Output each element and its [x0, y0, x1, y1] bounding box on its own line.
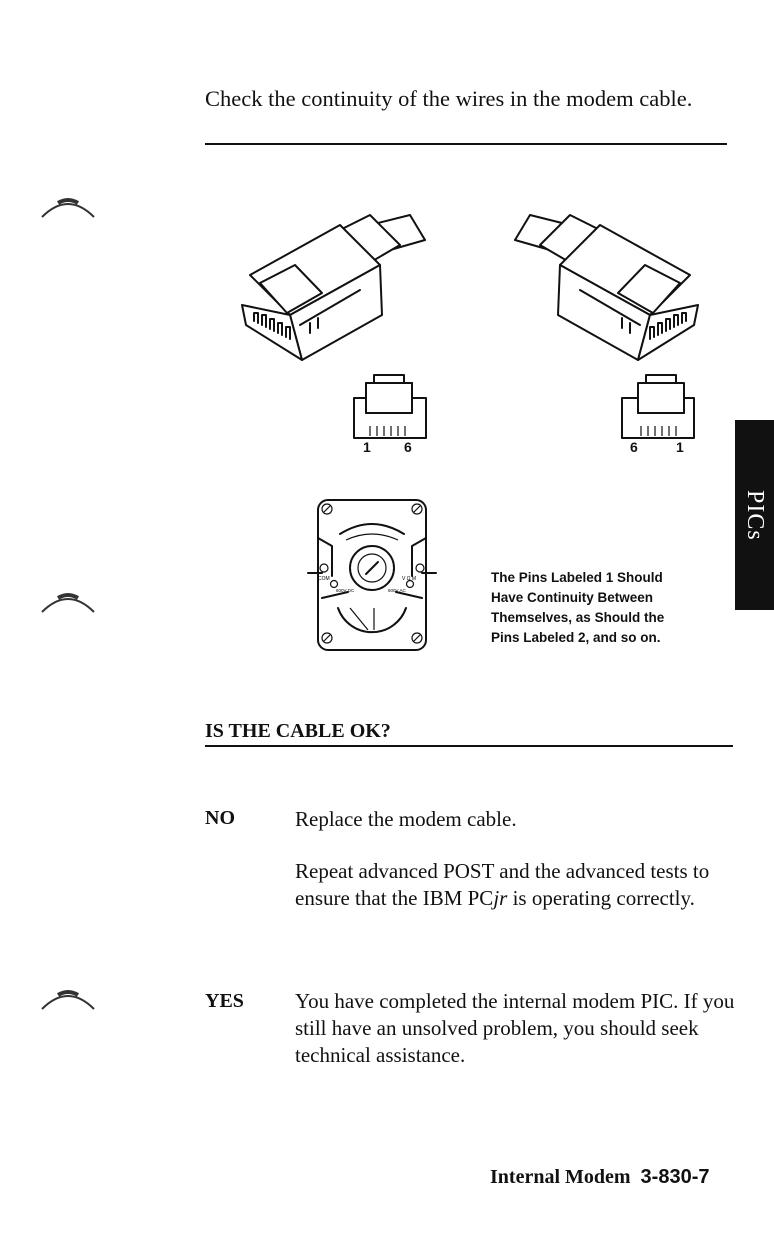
right-cable-plug: [514, 214, 699, 361]
left-pin-label-6: 6: [404, 439, 412, 455]
top-rule: [205, 143, 727, 145]
answer-yes-label: YES: [205, 990, 244, 1012]
meter-label-600v-dc: 600V DC: [336, 588, 355, 593]
question-rule: [205, 745, 733, 747]
page-footer: Internal Modem 3-830-7: [490, 1166, 709, 1189]
section-tab-pics: PICs: [735, 420, 774, 610]
right-pin-label-1: 1: [676, 439, 684, 455]
left-plug-end-view: [353, 374, 427, 439]
right-plug-end-view: [621, 374, 695, 439]
question-heading: IS THE CABLE OK?: [205, 720, 391, 742]
binder-hole-mark-top: [41, 198, 95, 218]
meter-label-600v-ac: 600V AC: [388, 588, 407, 593]
intro-text: Check the continuity of the wires in the…: [205, 86, 693, 111]
answer-no-label: NO: [205, 807, 235, 829]
binder-hole-mark-middle: [41, 593, 95, 613]
answer-yes-text: You have completed the internal modem PI…: [295, 989, 735, 1067]
binder-hole-mark-bottom: [41, 990, 95, 1010]
left-cable-plug: [241, 214, 426, 361]
answer-no-step2: Repeat advanced POST and the advanced te…: [295, 859, 710, 910]
footer-title: Internal Modem: [490, 1166, 631, 1188]
meter-label-vom: V Ω M: [402, 576, 416, 582]
continuity-caption: The Pins Labeled 1 Should Have Continuit…: [491, 570, 665, 645]
meter-label-com: COM: [318, 576, 330, 582]
footer-page-number: 3-830-7: [640, 1166, 710, 1188]
answer-no-step1: Replace the modem cable.: [295, 807, 517, 831]
left-pin-label-1: 1: [363, 439, 371, 455]
right-pin-label-6: 6: [630, 439, 638, 455]
multimeter-icon: COM V Ω M 600V DC 600V AC: [307, 499, 437, 651]
